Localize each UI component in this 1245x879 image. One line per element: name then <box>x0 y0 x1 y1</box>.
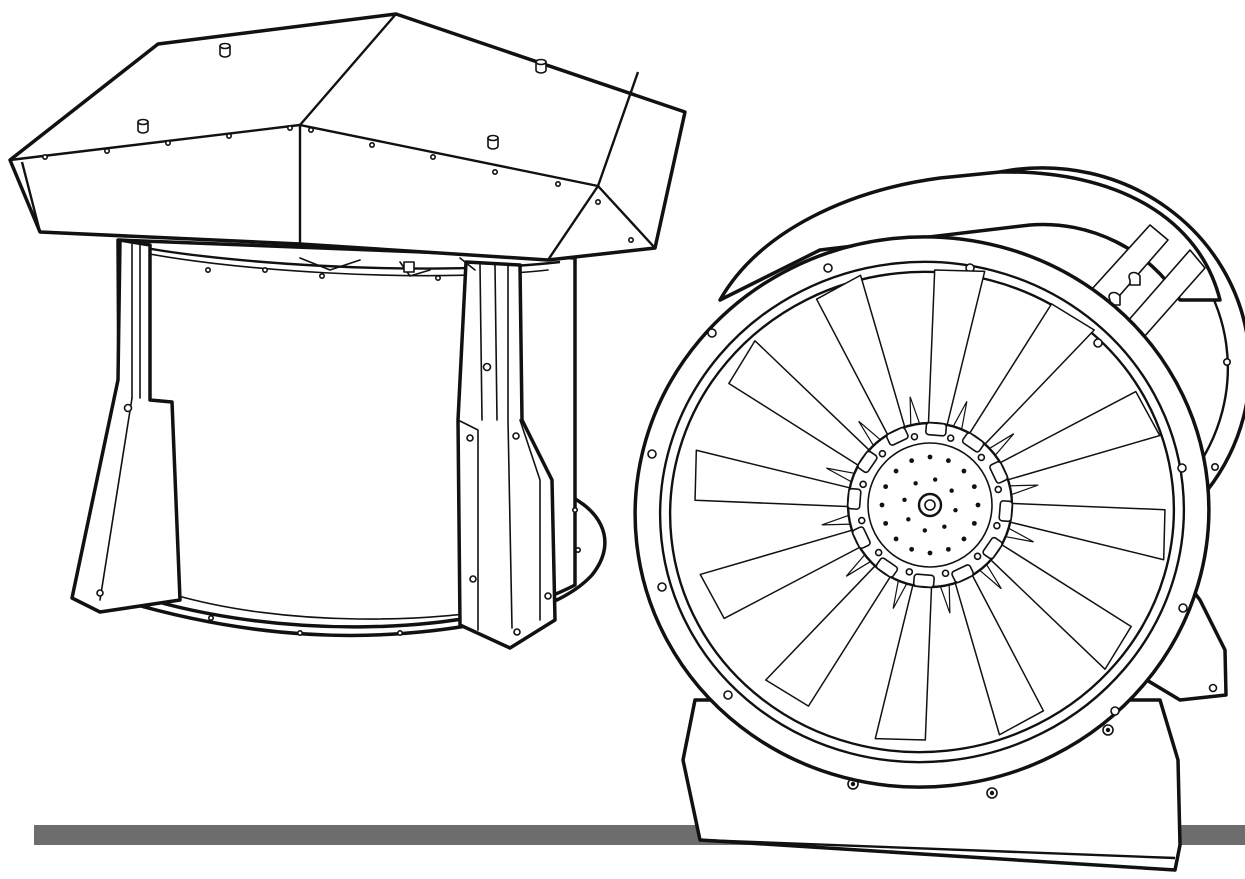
hub-hole <box>909 546 915 552</box>
hub-hole <box>913 481 918 486</box>
hub-hole <box>961 536 967 542</box>
hub-plate <box>867 442 993 568</box>
hub-hole <box>945 458 951 464</box>
roof-exhaust-fan <box>8 12 687 650</box>
axial-duct-fan <box>633 166 1245 872</box>
hub-hole <box>902 497 907 503</box>
roof-fan-leg-left <box>70 238 182 614</box>
blade-clamp <box>989 460 1009 484</box>
blade-clamp <box>857 450 878 474</box>
clamp-bolt <box>994 485 1003 494</box>
hub-hole <box>909 458 915 464</box>
hub-hole <box>879 502 885 508</box>
hub-hole <box>971 484 977 490</box>
clamp-bolt <box>874 548 883 557</box>
hub-hole <box>975 502 981 508</box>
hub-hole <box>971 520 977 526</box>
hood-knobs <box>137 42 547 150</box>
blade-clamp <box>851 526 871 550</box>
blade-clamp <box>875 557 899 578</box>
hub-hole <box>893 468 899 474</box>
blade-clamp <box>998 500 1014 523</box>
hub-hole <box>942 524 947 529</box>
roof-fan-leg-right <box>456 260 557 650</box>
hood-rivets <box>41 125 634 244</box>
clamp-bolt <box>946 434 955 442</box>
hub-hole <box>945 546 951 552</box>
roof-fan-hood <box>8 12 687 262</box>
hub-hole <box>883 520 889 526</box>
blade-clamp <box>885 426 909 446</box>
duct-fan-rotor <box>694 269 1166 741</box>
hub-hole <box>927 550 933 556</box>
blade-clamp <box>846 487 862 510</box>
hub-hole <box>893 536 899 542</box>
clamp-bolt <box>859 480 867 489</box>
clamp-bolt <box>910 432 919 441</box>
hub-hole <box>949 488 954 493</box>
clamp-bolt <box>941 569 950 578</box>
clamp-bolt <box>973 552 982 561</box>
shaft-bore <box>924 499 936 511</box>
clamp-bolt <box>993 521 1001 530</box>
hub-hole <box>922 528 928 533</box>
blade-clamp <box>925 421 948 437</box>
duct-fan-casing <box>718 170 1222 302</box>
hub-hole <box>883 484 889 490</box>
clamp-bolt <box>977 453 986 462</box>
clamp-bolt <box>905 568 914 576</box>
hub-hole <box>927 454 933 460</box>
blade-clamp <box>982 536 1003 560</box>
clamp-bolt <box>857 516 866 525</box>
hub-hole <box>932 477 938 482</box>
blade-clamp <box>961 432 985 453</box>
blade-clamp <box>951 564 975 584</box>
hub-hole <box>906 517 911 522</box>
clamp-bolt <box>878 449 887 458</box>
hub-hole <box>961 468 967 474</box>
blade-clamp <box>912 573 935 589</box>
roof-fan-flange-bolts <box>205 266 581 636</box>
hub-hole <box>953 507 958 513</box>
